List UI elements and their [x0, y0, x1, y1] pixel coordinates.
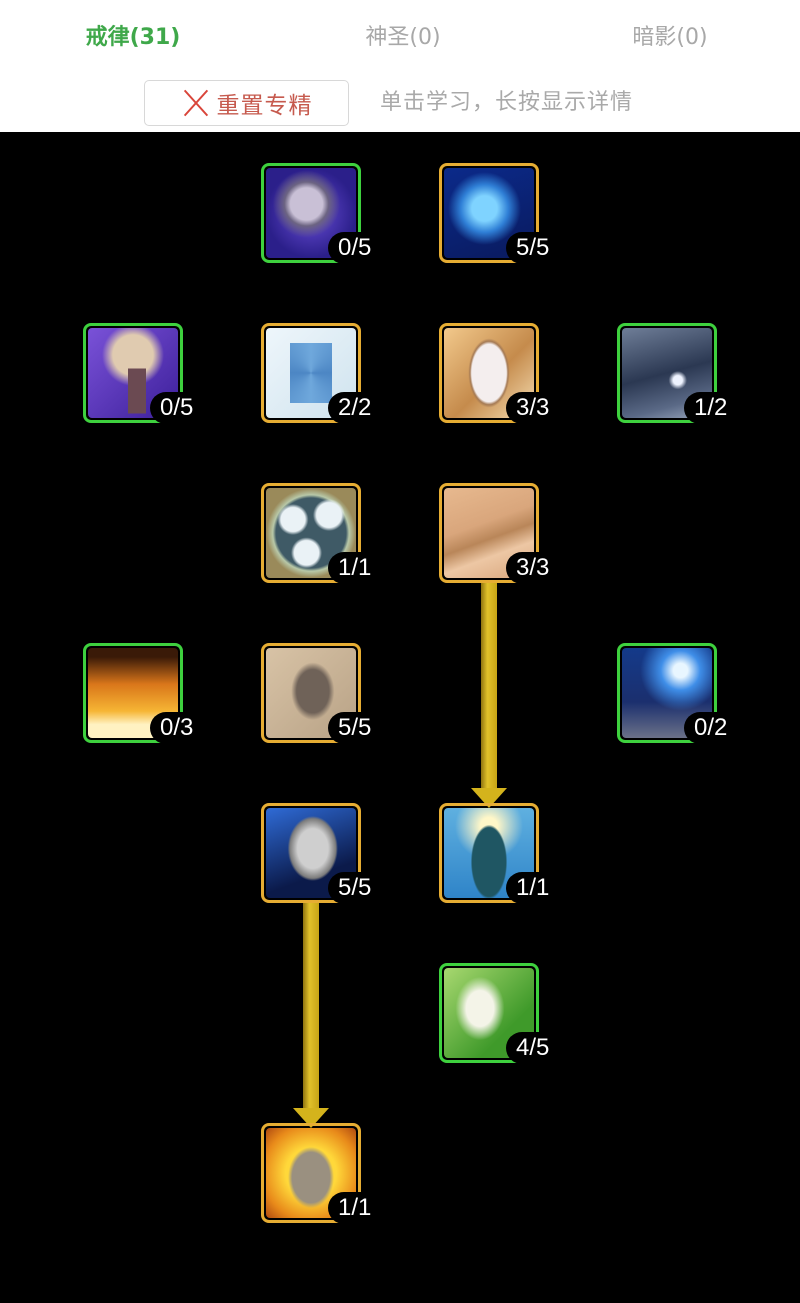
- prerequisite-connector: [481, 580, 497, 795]
- talent-feather-hand[interactable]: 5/5: [261, 643, 384, 744]
- rank-counter: 3/3: [506, 392, 562, 424]
- talent-inner-focus[interactable]: 3/3: [439, 483, 562, 584]
- rank-counter: 0/5: [150, 392, 206, 424]
- reset-label: 重置专精: [216, 93, 313, 119]
- talent-ice-diamond[interactable]: 2/2: [261, 323, 384, 424]
- usage-hint: 单击学习，长按显示详情: [380, 90, 634, 115]
- talent-knight-helm[interactable]: 5/5: [261, 803, 384, 904]
- talent-arcane-staff[interactable]: 0/5: [83, 323, 206, 424]
- rank-counter: 3/3: [506, 552, 562, 584]
- rank-counter: 5/5: [506, 232, 562, 264]
- talent-holy-shield[interactable]: 3/3: [439, 323, 562, 424]
- talent-power-infusion[interactable]: 1/1: [439, 803, 562, 904]
- rank-counter: 1/1: [328, 552, 384, 584]
- rank-counter: 1/1: [506, 872, 562, 904]
- rank-counter: 1/1: [328, 1192, 384, 1224]
- tab-holy[interactable]: 神圣(0): [365, 25, 441, 50]
- tab-shadow[interactable]: 暗影(0): [632, 25, 708, 50]
- talent-spirit-clouds[interactable]: 1/1: [261, 483, 384, 584]
- rank-counter: 0/3: [150, 712, 206, 744]
- rank-counter: 0/5: [328, 232, 384, 264]
- reset-talents-button[interactable]: 重置专精: [144, 80, 349, 126]
- talent-helm-purple[interactable]: 0/5: [261, 163, 384, 264]
- talent-pain-suppression[interactable]: 1/1: [261, 1123, 384, 1224]
- rank-counter: 0/2: [684, 712, 740, 744]
- talent-nature-wisp[interactable]: 4/5: [439, 963, 562, 1064]
- tab-discipline[interactable]: 戒律(31): [85, 25, 181, 50]
- talent-blue-light[interactable]: 0/2: [617, 643, 740, 744]
- talent-header: 戒律(31) 神圣(0) 暗影(0) 重置专精 单击学习，长按显示详情: [0, 0, 800, 132]
- prerequisite-connector: [303, 900, 319, 1115]
- rank-counter: 2/2: [328, 392, 384, 424]
- rank-counter: 4/5: [506, 1032, 562, 1064]
- rank-counter: 5/5: [328, 872, 384, 904]
- close-x-icon: [181, 88, 211, 118]
- talent-crystal-shards[interactable]: 5/5: [439, 163, 562, 264]
- talent-holy-fire[interactable]: 0/3: [83, 643, 206, 744]
- talent-tree: 0/5 5/5 0/5 2/2 3/3 1/2 1/1 3/3 0/3 5/5: [0, 132, 800, 1303]
- rank-counter: 1/2: [684, 392, 740, 424]
- rank-counter: 5/5: [328, 712, 384, 744]
- talent-storm-cloud[interactable]: 1/2: [617, 323, 740, 424]
